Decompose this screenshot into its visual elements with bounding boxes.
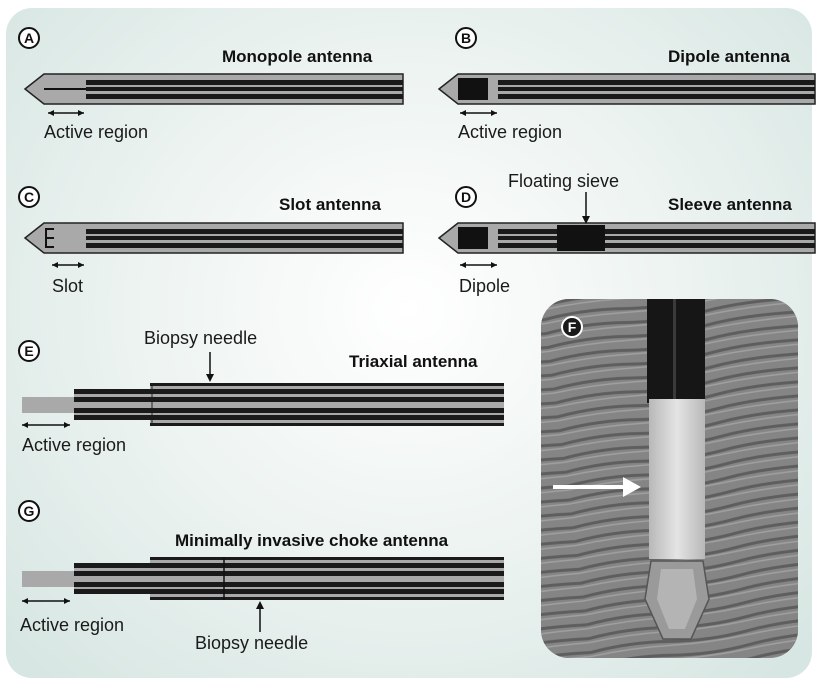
panel-g-region-label: Active region [20,616,124,634]
panel-g-callout: Biopsy needle [195,634,308,652]
photo-illustration [541,299,798,658]
panel-f-marker: F [561,316,583,338]
ablation-photograph [541,299,798,658]
